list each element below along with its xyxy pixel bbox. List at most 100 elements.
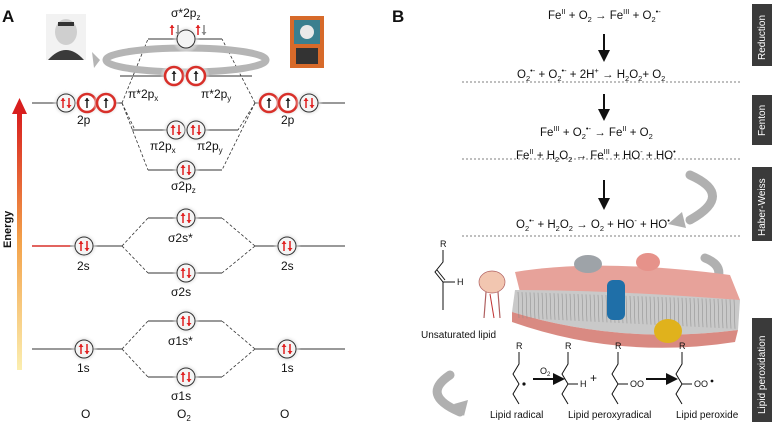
laboratory-photo-image [290,16,324,68]
column-label-o2: O2 [177,407,191,423]
svg-text:Fenton: Fenton [757,105,768,136]
spin-down-arrow [175,25,181,35]
orbital-sigma-2s [172,259,200,287]
cycle-arrowhead-1 [668,212,686,228]
spin-up-arrow [180,268,186,278]
spin-up-arrow [78,344,84,354]
orbital-left-2p-a [52,89,80,117]
spin-down-arrow [201,25,207,35]
label-sigma-2pz: σ2pz [171,179,196,195]
spin-up-arrow [170,125,176,135]
spin-down-arrow [186,213,192,223]
reaction-reduction-2: O2•- + O2•- + 2H+ → H2O2+ O2 [517,66,665,83]
orbital-right-2s [273,232,301,260]
orbital-right-1s [273,335,301,363]
spin-up-arrow [60,98,66,108]
section-bar-fenton: Fenton [752,95,772,145]
spin-down-arrow [287,344,293,354]
svg-text:Haber-Weiss: Haber-Weiss [757,178,768,236]
label-sigma-star-2pz: σ*2pz [171,6,200,22]
orbital-sigma-star-2s [172,204,200,232]
peroxyradical-oo: OO [630,379,644,389]
label-sigma-star-2s: σ2s* [168,231,193,245]
lipid-membrane-illustration [512,253,740,348]
orbitals [52,25,323,391]
reaction-haber-weiss: O2•- + H2O2 → O2 + HO- + HO• [516,216,670,233]
spin-down-arrow [176,125,182,135]
plus-sign: + [590,371,597,385]
energy-axis-arrow [12,98,27,370]
spin-up-arrow [180,213,186,223]
label-unsaturated-lipid: Unsaturated lipid [421,330,496,341]
spin-up-arrow [84,98,90,108]
spin-down-arrow [186,165,192,175]
orbital-left-1s [70,335,98,363]
scientist-portrait-image [46,14,86,60]
spin-up-arrow [171,71,177,81]
peroxide-r: R [679,341,686,351]
spin-up-arrow [303,98,309,108]
o2-arrow-label: O2 [540,366,551,378]
label-pi-star-2py: π*2py [201,87,231,103]
spin-down-arrow [84,344,90,354]
orbital-right-2p-b [274,89,302,117]
unsaturated-lipid-h: H [457,277,464,287]
spin-up-arrow [281,344,287,354]
orbital-sigma-star-2pz [172,25,200,53]
label-lipid-radical: Lipid radical [490,410,543,421]
svg-text:Reduction: Reduction [757,15,768,60]
spin-up-arrow [195,25,201,35]
peroxyradical-r: R [615,341,622,351]
cycle-arrowhead-3 [454,400,468,416]
unsaturated-lipid-structure [434,250,455,310]
spin-up-arrow [180,372,186,382]
orbital-left-2s [70,232,98,260]
label-lipid-peroxyradical: Lipid peroxyradical [568,410,651,421]
orbital-pi-2px [162,116,190,144]
radical-dot [522,382,526,386]
spin-down-arrow [186,372,192,382]
label-left-2p: 2p [77,113,91,127]
lipid-peroxide-structure [675,352,692,405]
spin-down-arrow [196,125,202,135]
panel-b-label: B [392,7,404,26]
label-pi-2px: π2px [150,139,176,155]
reaction-fenton-1: FeIII + O2•- → FeII + O2 [540,124,653,141]
label-pi-2py: π2py [197,139,223,155]
spin-up-arrow [180,316,186,326]
section-bar-reduction: Reduction [752,4,772,66]
label-sigma-2s: σ2s [171,285,191,299]
peroxide-oo: OO [694,379,708,389]
lipid-radical-structure [512,352,520,405]
orbital-pi-2py [182,116,210,144]
orbital-sigma-1s [172,363,200,391]
section-bar-lipid-peroxidation: Lipid peroxidation [752,318,772,422]
lipid-peroxyradical-structure [611,352,628,405]
orbital-right-2p-c [295,89,323,117]
label-sigma-1s: σ1s [171,389,191,403]
spin-up-arrow [193,71,199,81]
label-pi-star-2px: π*2px [128,87,158,103]
section-bar-haber-weiss: Haber-Weiss [752,167,772,241]
spin-down-arrow [84,241,90,251]
intermediate-r: R [565,341,572,351]
spin-up-arrow [266,98,272,108]
lipid-intermediate-structure [561,352,578,405]
orbital-pi-star-2py [182,62,210,90]
spin-down-arrow [287,241,293,251]
brain-body-illustration [478,270,506,319]
intermediate-h: H [580,379,587,389]
membrane-protein-blue [607,280,625,320]
column-label-right-o: O [280,407,289,421]
label-lipid-peroxide: Lipid peroxide [676,410,739,421]
svg-text:Lipid peroxidation: Lipid peroxidation [757,336,768,414]
unsaturated-lipid-r: R [440,239,447,249]
spin-up-arrow [169,25,175,35]
reaction-reduction-1: FeII + O2 → FeIII + O2•- [548,7,661,24]
spin-down-arrow [309,98,315,108]
label-right-1s: 1s [281,361,294,375]
energy-axis-label: Energy [2,210,14,248]
orbital-left-2p-c [92,89,120,117]
reaction-fenton-2: FeII + H2O2 → FeIII + HO- + HO• [516,147,676,164]
